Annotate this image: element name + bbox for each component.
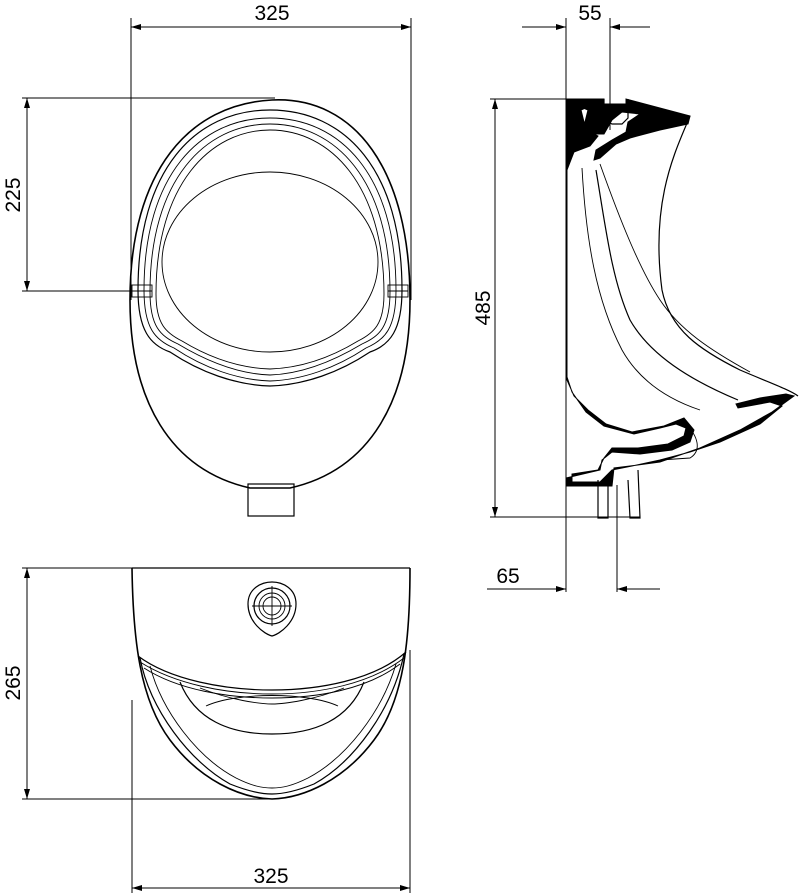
front-height-label: 225 [2,177,25,212]
top-depth-label: 265 [2,665,25,700]
top-trough [179,681,365,735]
top-bowl-outer [139,653,405,795]
side-trap-contour [581,167,701,411]
side-inner-contour [595,169,739,401]
front-rim-outer [137,109,403,387]
side-bottom-offset-label: 65 [496,565,519,588]
top-rim-outer [137,651,407,691]
top-rim-line-2 [139,657,405,695]
top-width-label: 325 [253,865,288,888]
front-inner-bowl [161,171,379,353]
side-top-offset-label: 55 [578,2,601,25]
front-outer-body [129,99,411,489]
side-top-rim [564,98,691,161]
front-rim-ring-3 [149,123,391,376]
side-outlet-curve [659,425,698,461]
top-outer-body [131,567,411,800]
front-outlet-spigot [247,483,295,517]
front-rim-ring-2 [143,117,397,382]
side-outer-contour [658,115,799,397]
top-inlet-spreader [247,581,297,637]
front-view: 325 225 [2,2,412,517]
top-bowl-inner [149,663,397,789]
side-outlet-pipe [597,469,641,519]
top-rim-line-3 [143,663,401,699]
front-rim-ring-4 [155,129,385,370]
side-height-label: 485 [472,290,495,325]
top-trough-inner [199,687,345,705]
front-width-label: 325 [254,2,289,25]
side-ceramic-section [565,98,796,487]
top-trough-cross [205,695,339,707]
side-inlet-pipe [603,99,629,125]
top-view: 265 325 [2,567,411,893]
side-inner-detail [599,163,751,373]
side-view: 55 485 65 [472,2,799,592]
